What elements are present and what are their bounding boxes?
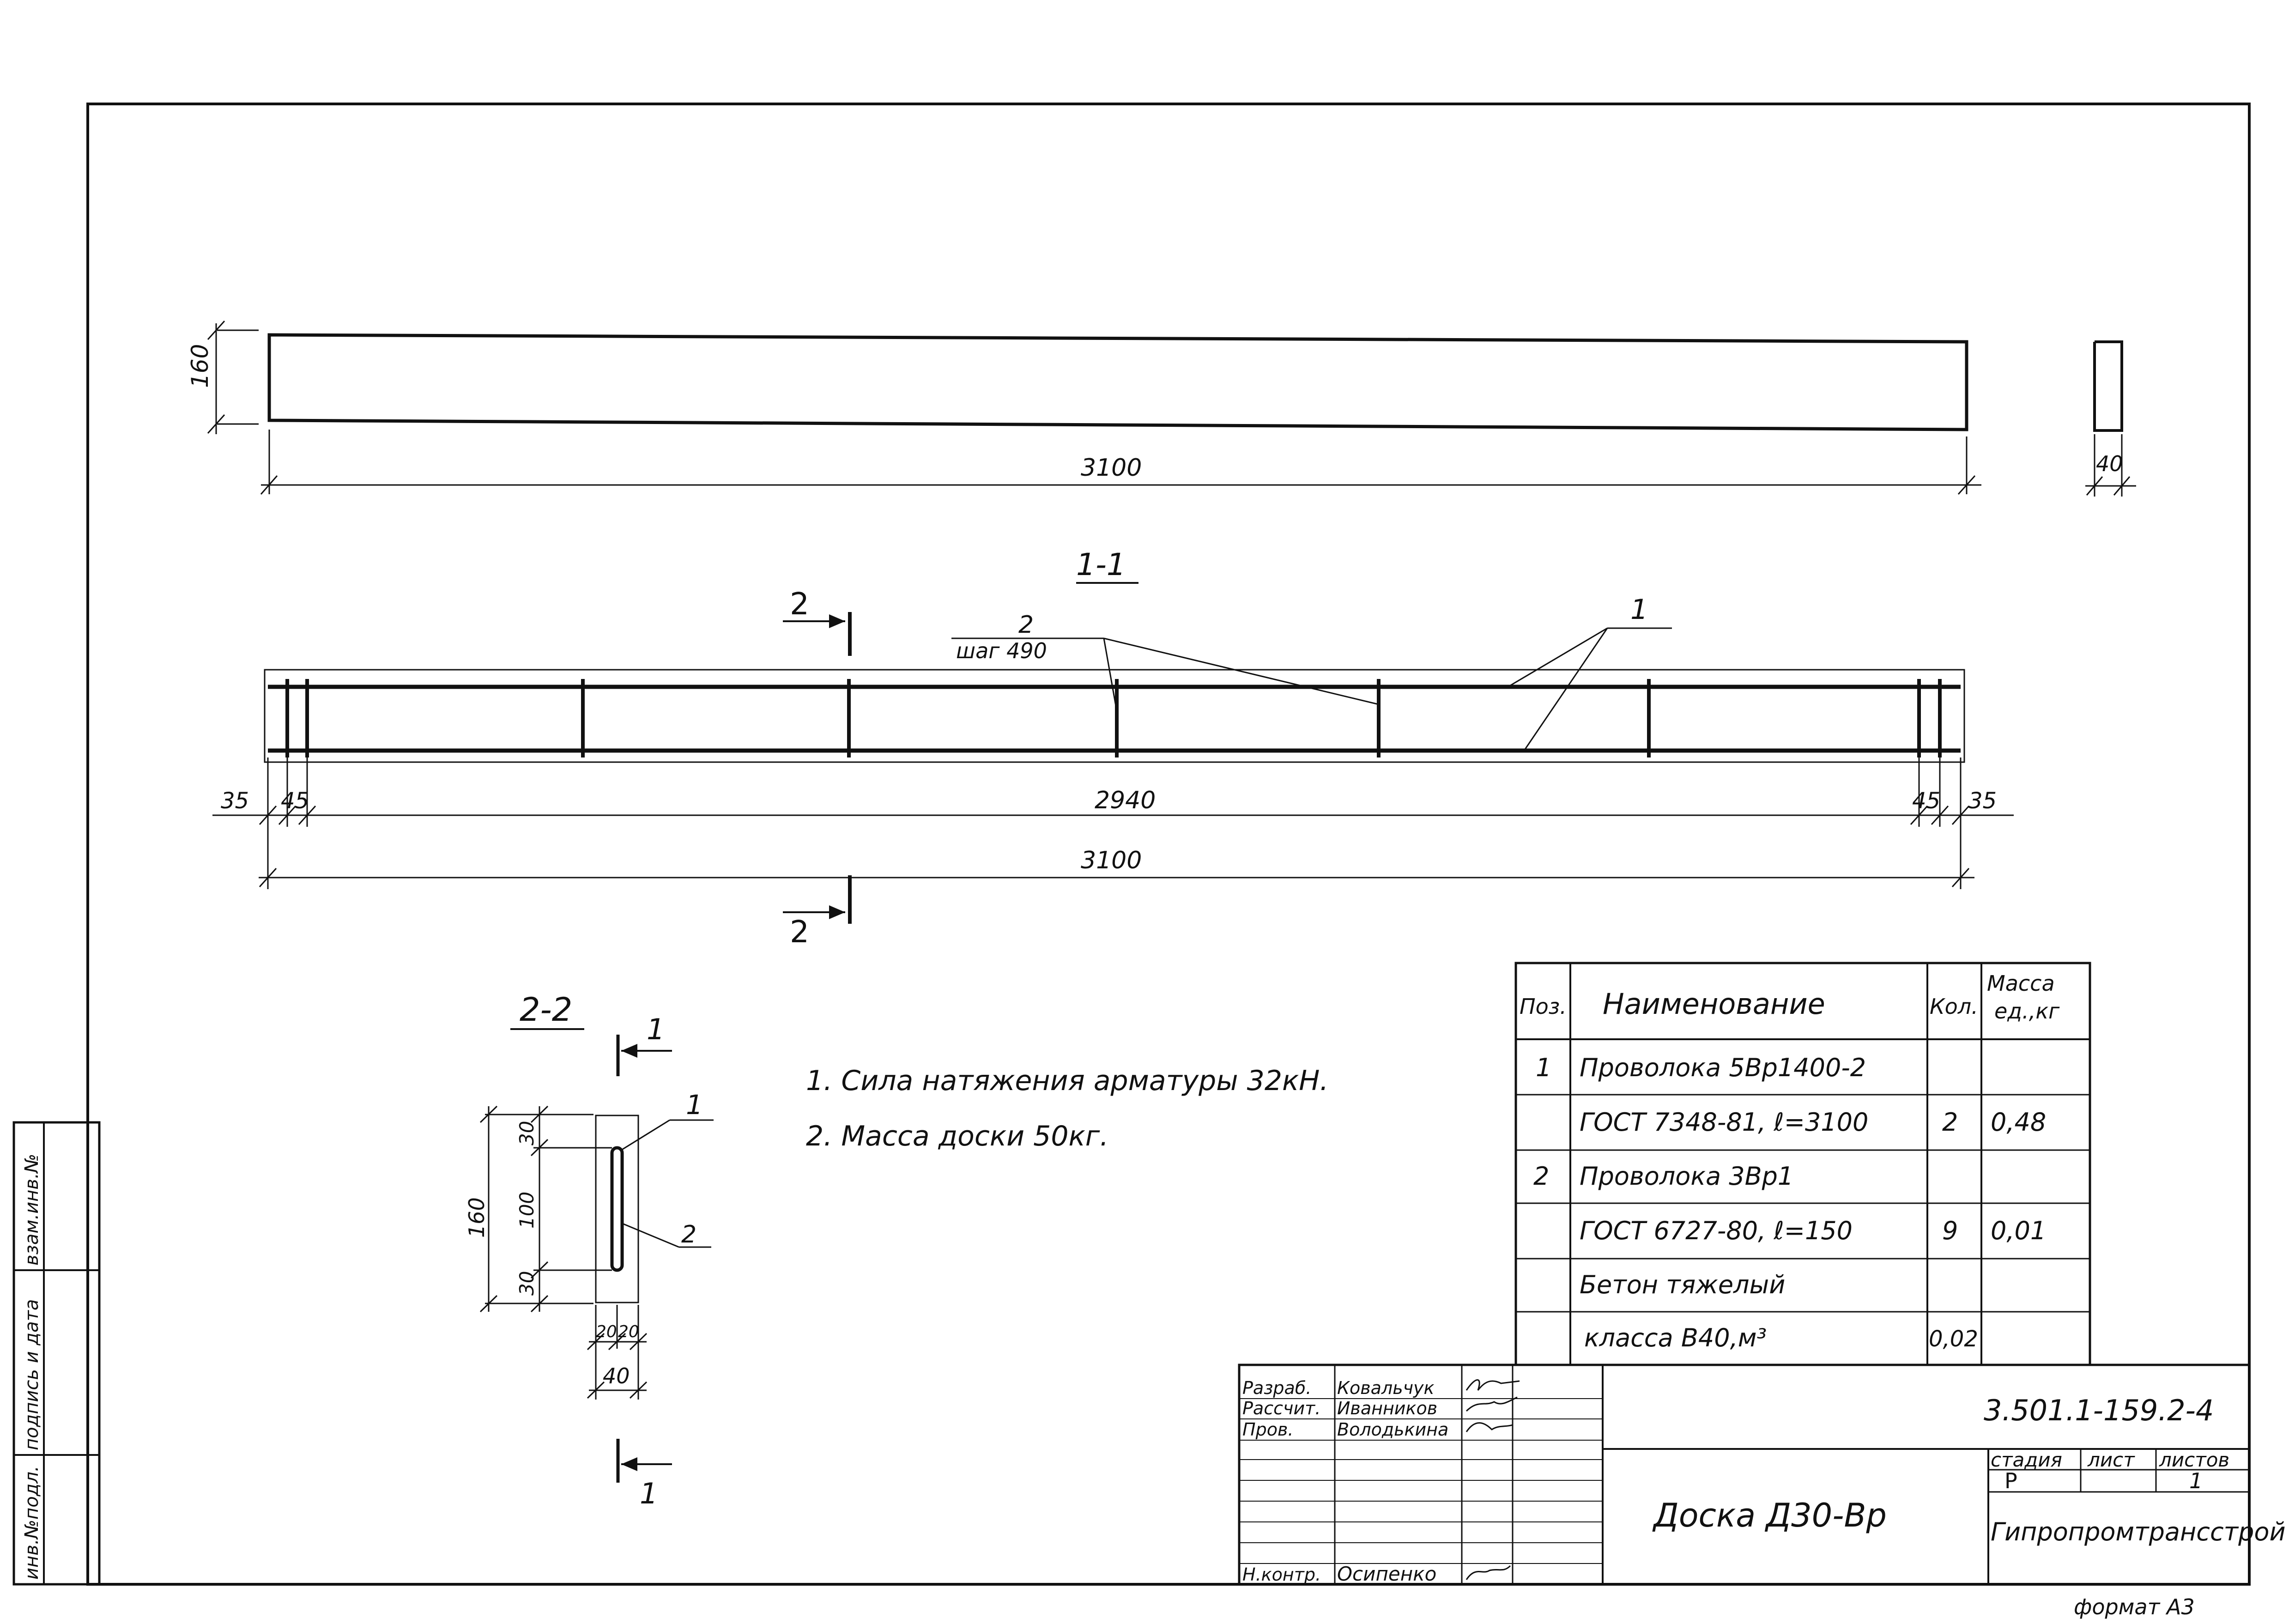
spec-header-mass: Масса ед.,кг	[1987, 971, 2061, 1024]
section-2-2-dim-30-top: 30	[515, 1121, 538, 1145]
cut-mark-2-bottom: 2	[790, 914, 809, 950]
dim-35-left: 35	[221, 788, 249, 814]
stamp-inv-podl: инв.№подл.	[21, 1466, 42, 1580]
tb-doc-title: Доска Д30-Вр	[1652, 1497, 1887, 1534]
section-2-2-dim-30-bottom: 30	[515, 1271, 538, 1296]
dim-2940: 2940	[1095, 787, 1156, 814]
section-2-2-dim-100: 100	[515, 1192, 538, 1229]
tb-stage-value: Р	[2004, 1468, 2017, 1493]
tb-role-razrab: Разраб.	[1242, 1378, 1311, 1398]
section-2-2-title: 2-2	[520, 991, 572, 1029]
tb-name-rasschit: Иванников	[1337, 1398, 1437, 1418]
section-2-2-dim-20-left: 20	[596, 1322, 617, 1341]
dim-35-right: 35	[1968, 788, 1997, 814]
spec-r6-qty: 0,02	[1929, 1326, 1978, 1352]
spec-header-qty: Кол.	[1930, 994, 1978, 1019]
section-2-2: 2-2 1 1 1 2 160 30 100	[464, 991, 714, 1510]
section-1-1: 1-1 2 2 2 шаг 490	[212, 547, 2014, 950]
leader-pos-2: 2	[1018, 611, 1034, 639]
spec-r1-name: Проволока 5Вр1400-2	[1580, 1053, 1866, 1082]
tb-role-nkontr: Н.контр.	[1242, 1564, 1321, 1585]
section-2-2-bar	[610, 1146, 624, 1272]
tb-name-nkontr: Осипенко	[1337, 1563, 1436, 1585]
note-2: 2. Масса доски 50кг.	[806, 1120, 1108, 1152]
notes: 1. Сила натяжения арматуры 32кН. 2. Масс…	[806, 1065, 1328, 1152]
cut-mark-2-top: 2	[790, 586, 809, 622]
section-2-2-pos-2: 2	[681, 1221, 696, 1248]
tb-sheets-count: 1	[2189, 1468, 2203, 1493]
spec-r3-pos: 2	[1533, 1162, 1549, 1191]
spec-r5-name: Бетон тяжелый	[1580, 1270, 1785, 1299]
section-2-2-height-dim: 160	[464, 1197, 489, 1238]
board-end-view	[2093, 340, 2123, 432]
tb-sheet-label: лист	[2087, 1448, 2135, 1471]
spec-r6-name: класса В40,м³	[1584, 1323, 1767, 1352]
stamp-vzam-inv: взам.инв.№	[21, 1154, 42, 1266]
dim-45-left: 45	[281, 788, 309, 814]
cut-mark-1-bottom: 1	[640, 1477, 658, 1510]
side-stamp: инв.№подл. подпись и дата взам.инв.№	[12, 1121, 101, 1586]
top-length-dim: 3100	[1081, 454, 1142, 482]
spec-header-pos: Поз.	[1520, 994, 1567, 1019]
cut-mark-1-top: 1	[647, 1012, 665, 1046]
leader-pos-1: 1	[1630, 594, 1648, 626]
tb-doc-code: 3.501.1-159.2-4	[1984, 1394, 2214, 1427]
tb-org: Гипропромтрансстрой	[1991, 1517, 2286, 1546]
spec-r4-qty: 9	[1942, 1216, 1958, 1245]
dim-3100-section: 3100	[1081, 847, 1142, 874]
spec-table: Поз. Наименование Кол. Масса ед.,кг 1 Пр…	[1514, 962, 2091, 1366]
section-2-2-dim-20-right: 20	[618, 1322, 639, 1341]
tb-stage-label: стадия	[1991, 1448, 2062, 1471]
spec-r2-mass: 0,48	[1991, 1108, 2046, 1137]
tb-format: формат А3	[2074, 1594, 2195, 1619]
section-2-2-pos-1: 1	[686, 1089, 703, 1121]
spec-r4-mass: 0,01	[1991, 1216, 2046, 1245]
spec-r2-qty: 2	[1942, 1108, 1958, 1137]
tb-name-razrab: Ковальчук	[1337, 1378, 1435, 1398]
sheet-frame	[86, 103, 2251, 1586]
section-2-2-outline	[595, 1115, 639, 1303]
section-2-2-width-dim: 40	[603, 1363, 630, 1388]
spec-r1-pos: 1	[1536, 1053, 1551, 1082]
spec-r2-name: ГОСТ 7348-81, ℓ=3100	[1580, 1108, 1868, 1137]
tb-role-prov: Пров.	[1242, 1419, 1293, 1440]
title-block: Разраб. Ковальчук Рассчит. Иванников Про…	[1238, 1363, 2286, 1619]
top-view: 160 3100 40	[187, 320, 2136, 497]
stirrups	[285, 679, 1942, 757]
section-1-1-title: 1-1	[1076, 547, 1126, 582]
note-1: 1. Сила натяжения арматуры 32кН.	[806, 1065, 1328, 1097]
board-elevation	[267, 333, 1968, 431]
section-1-1-outline	[264, 669, 1965, 763]
leader-step: шаг 490	[956, 638, 1047, 663]
top-end-width-dim: 40	[2096, 451, 2123, 476]
top-height-dim: 160	[187, 344, 213, 388]
signatures	[1465, 1379, 1520, 1580]
stamp-podpis-data: подпись и дата	[21, 1299, 42, 1450]
spec-r3-name: Проволока 3Вр1	[1580, 1162, 1793, 1191]
tb-sheets-label: листов	[2159, 1448, 2229, 1471]
spec-header-name: Наименование	[1603, 987, 1825, 1021]
dim-45-right: 45	[1912, 788, 1940, 814]
spec-r4-name: ГОСТ 6727-80, ℓ=150	[1580, 1216, 1853, 1245]
tb-name-prov: Володькина	[1337, 1419, 1448, 1440]
tb-role-rasschit: Рассчит.	[1242, 1398, 1320, 1418]
